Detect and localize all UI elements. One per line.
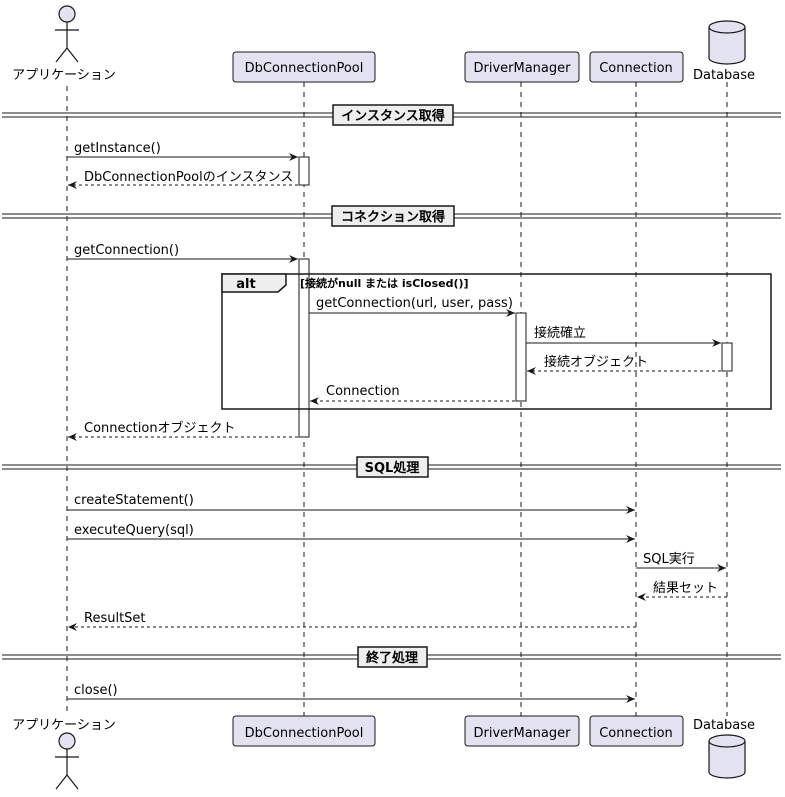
participant-pool-box-top bbox=[232, 51, 376, 83]
database-icon-bottom bbox=[708, 734, 746, 779]
activation-database bbox=[721, 342, 733, 372]
message-label-connection-return: Connection bbox=[326, 384, 400, 399]
alt-fragment: alt [接続がnull または isClosed()] bbox=[221, 273, 772, 410]
actor-top bbox=[55, 5, 79, 63]
participant-pool-box-bottom bbox=[232, 715, 376, 747]
participant-driver-label-top: DriverManager bbox=[474, 61, 572, 76]
divider-connection: コネクション取得 bbox=[2, 205, 781, 227]
divider-sql: SQL処理 bbox=[2, 456, 781, 478]
divider-sql-label: SQL処理 bbox=[365, 460, 420, 476]
database-icon-top bbox=[708, 20, 746, 65]
participant-actor-label-top: アプリケーション bbox=[12, 68, 116, 83]
message-label-result-set-db: 結果セット bbox=[653, 581, 718, 596]
message-label-connection-object: 接続オブジェクト bbox=[544, 354, 648, 370]
participant-pool-label-top: DbConnectionPool bbox=[245, 61, 364, 76]
message-label-pool-instance: DbConnectionPoolのインスタンス bbox=[84, 170, 293, 185]
participant-database-label-bottom: Database bbox=[693, 718, 755, 733]
actor-head-bottom bbox=[58, 732, 76, 750]
message-label-driver-get-connection: getConnection(url, user, pass) bbox=[316, 296, 513, 311]
activation-pool-2 bbox=[298, 258, 310, 438]
participant-connection-box-bottom bbox=[589, 715, 684, 747]
message-label-connection-object-app: Connectionオブジェクト bbox=[84, 420, 236, 436]
message-label-execute-query: executeQuery(sql) bbox=[74, 523, 194, 538]
actor-bottom bbox=[55, 732, 79, 790]
alt-condition: [接続がnull または isClosed()] bbox=[300, 276, 469, 290]
divider-instance: インスタンス取得 bbox=[2, 104, 781, 126]
divider-close: 終了処理 bbox=[2, 646, 781, 668]
message-label-connect: 接続確立 bbox=[534, 325, 586, 341]
message-label-get-instance: getInstance() bbox=[74, 141, 161, 156]
participant-pool-label-bottom: DbConnectionPool bbox=[245, 726, 364, 741]
participant-driver-box-bottom bbox=[464, 715, 580, 747]
participant-connection-label-top: Connection bbox=[599, 61, 673, 76]
activation-pool-1 bbox=[298, 156, 310, 186]
divider-close-label: 終了処理 bbox=[366, 650, 418, 666]
message-label-sql-exec: SQL実行 bbox=[643, 551, 695, 567]
participant-connection-label-bottom: Connection bbox=[599, 726, 673, 741]
alt-keyword: alt bbox=[236, 277, 255, 292]
participant-driver-box-top bbox=[464, 51, 580, 83]
participant-connection-box-top bbox=[589, 51, 684, 83]
divider-instance-label: インスタンス取得 bbox=[341, 108, 444, 124]
message-label-result-set: ResultSet bbox=[84, 611, 146, 626]
participant-actor-label-bottom: アプリケーション bbox=[12, 718, 116, 733]
actor-head bbox=[58, 5, 76, 23]
message-label-create-statement: createStatement() bbox=[74, 493, 194, 508]
message-label-close: close() bbox=[74, 683, 118, 698]
activation-driver bbox=[515, 312, 527, 402]
participant-driver-label-bottom: DriverManager bbox=[474, 726, 572, 741]
message-label-get-connection: getConnection() bbox=[74, 243, 179, 258]
divider-connection-label: コネクション取得 bbox=[341, 209, 445, 225]
participant-database-label-top: Database bbox=[693, 68, 755, 83]
